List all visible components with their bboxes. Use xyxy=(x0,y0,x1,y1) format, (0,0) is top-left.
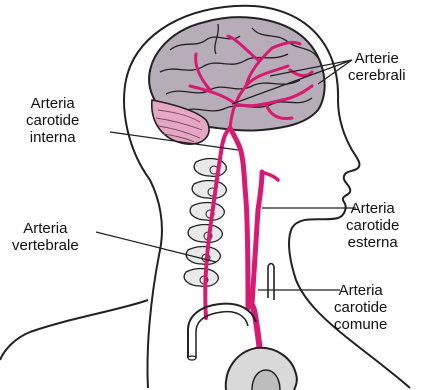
label-vertebral-line2: vertebrale xyxy=(12,237,79,254)
label-internal-line3: interna xyxy=(26,129,79,146)
label-internal-carotid: Arteria carotide interna xyxy=(26,95,79,146)
label-external-line3: esterna xyxy=(346,234,399,251)
label-external-line2: carotide xyxy=(346,217,399,234)
subclavian-end xyxy=(188,356,196,360)
label-common-line1: Arteria xyxy=(334,282,387,299)
shoulder-outline xyxy=(0,300,148,360)
label-vertebral-artery: Arteria vertebrale xyxy=(12,220,79,254)
label-cerebral-line2: cerebrali xyxy=(348,67,406,84)
subclavian-artery-inner xyxy=(196,312,248,358)
label-common-line3: comune xyxy=(334,316,387,333)
label-cerebral-line1: Arterie xyxy=(348,50,406,67)
label-internal-line2: carotide xyxy=(26,112,79,129)
label-common-line2: carotide xyxy=(334,299,387,316)
external-carotid-artery xyxy=(252,172,262,304)
label-common-carotid: Arteria carotide comune xyxy=(334,282,387,333)
label-vertebral-line1: Arteria xyxy=(12,220,79,237)
label-internal-line1: Arteria xyxy=(26,95,79,112)
label-cerebral-arteries: Arterie cerebrali xyxy=(348,50,406,84)
label-external-carotid: Arteria carotide esterna xyxy=(346,200,399,251)
label-external-line1: Arteria xyxy=(346,200,399,217)
internal-carotid-artery xyxy=(230,128,248,308)
vertebral-artery xyxy=(205,128,230,318)
right-vessel xyxy=(268,264,274,301)
